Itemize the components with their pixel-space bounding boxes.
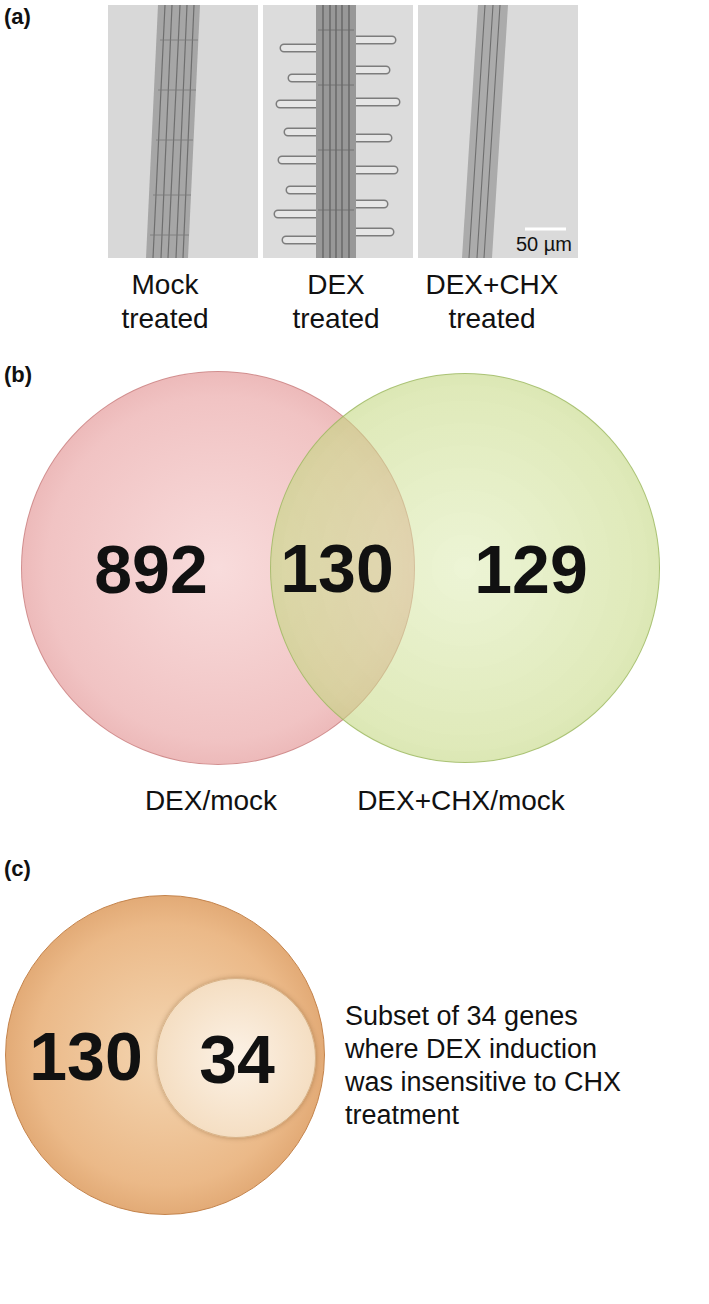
- set-label: DEX/mock: [145, 786, 277, 817]
- outer-set-circle: 130 34: [5, 895, 325, 1215]
- cell-file-lines: [153, 5, 194, 258]
- panel-letter: (a): [4, 4, 54, 31]
- set-label: DEX+CHX/mock: [357, 786, 565, 817]
- cell-file-lines: [323, 5, 349, 258]
- treatment-label: DEX+CHX treated: [402, 268, 582, 336]
- root-body: [462, 5, 508, 258]
- micrograph-ground: [263, 5, 413, 258]
- gene-count: 892: [94, 532, 207, 607]
- panel-letter: (b): [4, 362, 54, 389]
- scale-bar: [525, 228, 566, 231]
- treatment-label: DEX treated: [266, 268, 406, 336]
- micrograph-ground: [108, 5, 258, 258]
- root-body: [146, 5, 200, 258]
- gene-count: 34: [199, 1022, 275, 1097]
- scale-bar-label: 50 µm: [516, 232, 578, 256]
- panel-letter: (c): [4, 856, 54, 883]
- gene-count: 130: [280, 531, 393, 606]
- root-body: [316, 5, 356, 258]
- gene-count: 129: [474, 532, 587, 607]
- cell-wall-lines: [150, 40, 198, 235]
- subset-circle: 34: [156, 978, 316, 1138]
- cell-wall-lines: [318, 30, 354, 210]
- gene-count: 130: [29, 1019, 142, 1094]
- treatment-label: Mock treated: [95, 268, 235, 336]
- micrograph-ground: [418, 5, 578, 258]
- cell-file-lines: [469, 5, 500, 258]
- subset-note: Subset of 34 genes where DEX induction w…: [345, 1000, 635, 1132]
